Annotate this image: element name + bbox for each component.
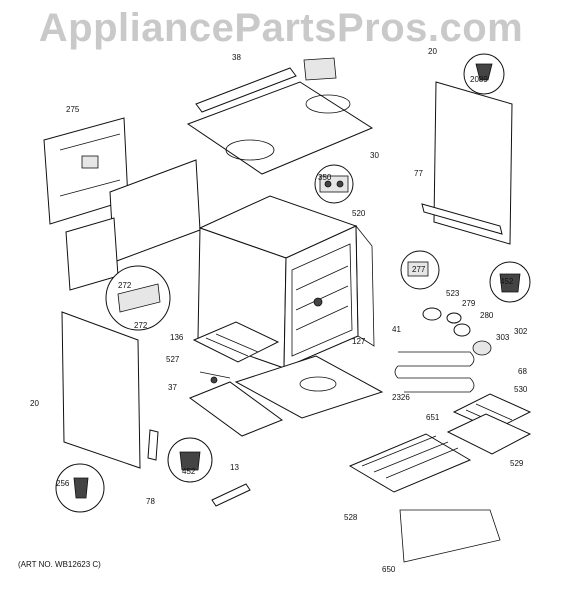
callout-277-switch[interactable] xyxy=(400,250,440,290)
label-272-b: 272 xyxy=(134,321,148,330)
label-303: 303 xyxy=(496,333,510,342)
label-530: 530 xyxy=(514,385,528,394)
label-302: 302 xyxy=(514,327,528,336)
label-13: 13 xyxy=(230,463,239,472)
label-350: 350 xyxy=(318,173,332,182)
callout-350-terminal-block[interactable] xyxy=(314,164,354,204)
label-529: 529 xyxy=(510,459,524,468)
part-78-bracket[interactable] xyxy=(147,429,159,461)
part-rear-frame[interactable] xyxy=(65,159,201,291)
label-650: 650 xyxy=(382,565,396,574)
label-78: 78 xyxy=(146,497,155,506)
label-38: 38 xyxy=(232,53,241,62)
part-13-bottom-drawer-panel[interactable] xyxy=(188,381,284,437)
label-279: 279 xyxy=(462,299,476,308)
callout-2089-leveling-leg[interactable] xyxy=(463,53,505,95)
label-520: 520 xyxy=(352,209,366,218)
callout-452-right-bracket[interactable] xyxy=(489,261,531,303)
part-20-left-side-panel[interactable] xyxy=(61,311,141,469)
label-528: 528 xyxy=(344,513,358,522)
label-272-a: 272 xyxy=(118,281,132,290)
label-20-top: 20 xyxy=(428,47,437,56)
label-2326: 2326 xyxy=(392,393,410,402)
part-528-oven-rack[interactable] xyxy=(348,433,472,493)
part-651-bake-element[interactable] xyxy=(394,351,475,393)
part-527-broil-pan[interactable] xyxy=(192,321,280,363)
label-280: 280 xyxy=(480,311,494,320)
label-527: 527 xyxy=(166,355,180,364)
part-2326-floor-panel[interactable] xyxy=(234,355,384,419)
label-651: 651 xyxy=(426,413,440,422)
watermark-text: AppliancePartsPros.com xyxy=(38,6,524,50)
part-20-right-side-panel[interactable] xyxy=(433,81,513,245)
label-77: 77 xyxy=(414,169,423,178)
label-256: 256 xyxy=(56,479,70,488)
knob-279[interactable] xyxy=(446,312,462,324)
knob-523[interactable] xyxy=(422,307,442,321)
part-275-back-panel[interactable] xyxy=(43,117,129,225)
part-38-top-rail[interactable] xyxy=(195,67,297,113)
callout-452-bottom-bracket[interactable] xyxy=(167,437,213,483)
part-650-broil-element[interactable] xyxy=(399,509,501,563)
label-275: 275 xyxy=(66,105,80,114)
knob-303[interactable] xyxy=(472,340,492,356)
label-2089: 2089 xyxy=(470,75,488,84)
label-277: 277 xyxy=(412,265,426,274)
part-520-front-frame[interactable] xyxy=(355,224,375,347)
label-30: 30 xyxy=(370,151,379,160)
label-523: 523 xyxy=(446,289,460,298)
label-20-left: 20 xyxy=(30,399,39,408)
label-68: 68 xyxy=(518,367,527,376)
callout-256-leveling-leg[interactable] xyxy=(55,463,105,513)
part-77-rail[interactable] xyxy=(421,203,503,235)
knob-280[interactable] xyxy=(453,323,471,337)
label-37: 37 xyxy=(168,383,177,392)
label-127: 127 xyxy=(352,337,366,346)
art-number: (ART NO. WB12623 C) xyxy=(18,560,101,569)
label-452-right: 452 xyxy=(500,277,514,286)
part-37-sensor[interactable] xyxy=(199,371,231,384)
part-bottom-rail[interactable] xyxy=(211,483,251,507)
callout-272-terminal-block[interactable] xyxy=(105,265,171,331)
label-41: 41 xyxy=(392,325,401,334)
label-452-bottom: 452 xyxy=(182,467,196,476)
label-136: 136 xyxy=(170,333,184,342)
part-529-broil-pan[interactable] xyxy=(446,413,532,455)
part-30-cooktop[interactable] xyxy=(186,57,374,175)
